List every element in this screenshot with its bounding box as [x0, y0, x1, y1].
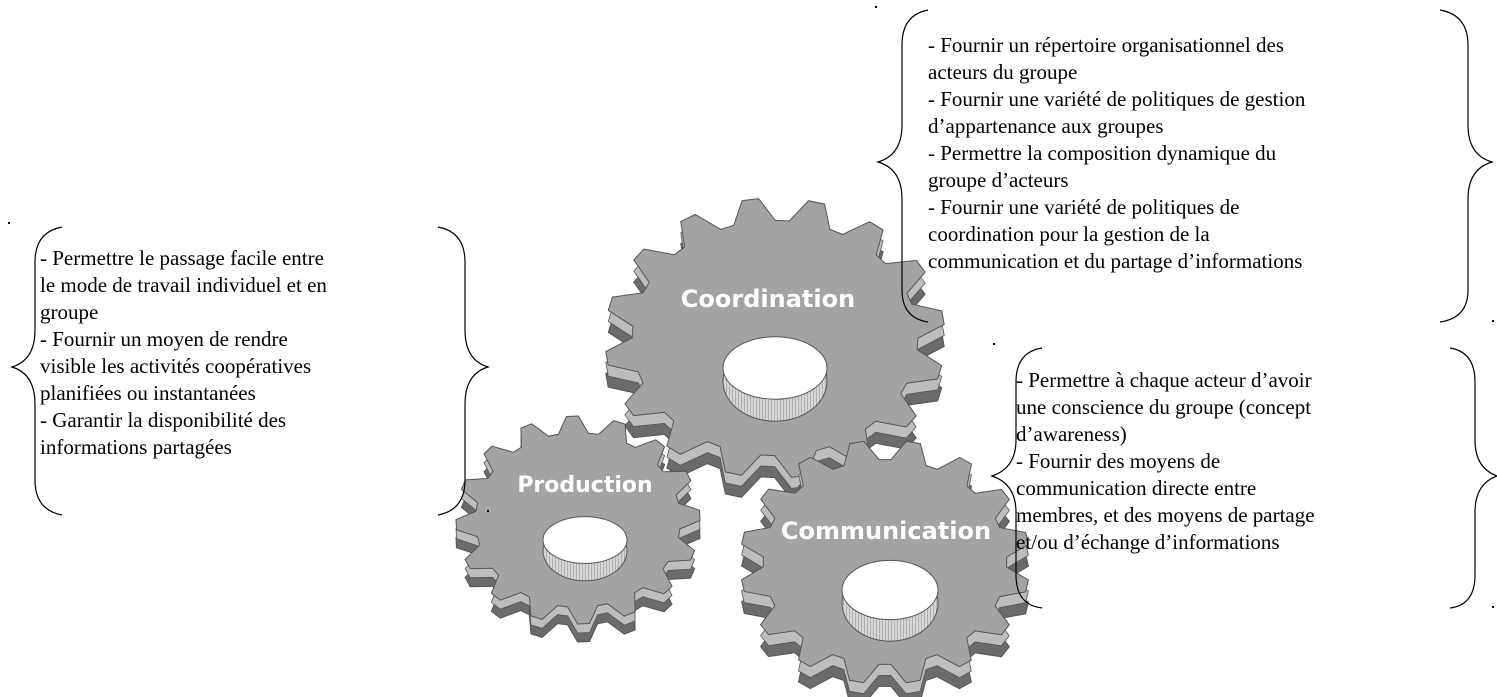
text-line: d’appartenance aux groupes [928, 114, 1164, 138]
text-line: visible les activités coopératives [40, 354, 312, 378]
brace-top-open [875, 9, 929, 323]
text-line: groupe d’acteurs [928, 168, 1069, 192]
production-description: - Permettre le passage facile entre le m… [40, 245, 327, 461]
text-line: d’awareness) [1016, 422, 1127, 446]
text-line: et/ou d’échange d’informations [1016, 530, 1280, 554]
gear-coordination-hole [722, 336, 828, 400]
text-line: acteurs du groupe [928, 60, 1078, 84]
gear-coordination: Coordination [605, 198, 945, 500]
brace-top-close [1439, 9, 1495, 323]
braces [9, 9, 1497, 609]
text-line: - Fournir des moyens de [1016, 449, 1221, 473]
gear-communication-hole [841, 559, 939, 621]
text-line: membres, et des moyens de partage [1016, 503, 1315, 527]
text-line: communication et du partage d’informatio… [928, 249, 1303, 273]
text-line: informations partagées [40, 435, 232, 459]
text-line: le mode de travail individuel et en [40, 273, 327, 297]
text-line: - Fournir un répertoire organisationnel … [928, 33, 1284, 57]
brace-right-open [990, 347, 1043, 609]
text-line: communication directe entre [1016, 476, 1257, 500]
text-line: planifiées ou instantanées [40, 381, 256, 405]
text-line: coordination pour la gestion de la [928, 222, 1210, 246]
text-line: - Fournir une variété de politiques de [928, 195, 1240, 219]
text-line: - Permettre le passage facile entre [40, 246, 324, 270]
text-line: - Fournir une variété de politiques de g… [928, 87, 1306, 111]
gear-coordination-label: Coordination [681, 285, 855, 313]
gear-production: Production [455, 415, 701, 643]
text-line: - Permettre la composition dynamique du [928, 141, 1277, 165]
brace-left-open [9, 226, 63, 516]
stray-dots [8, 6, 1494, 608]
text-line: groupe [40, 300, 99, 324]
text-line: une conscience du groupe (concept [1016, 395, 1312, 419]
text-line: - Fournir un moyen de rendre [40, 327, 288, 351]
gear-production-label: Production [517, 473, 652, 498]
communication-description: - Permettre à chaque acteur d’avoir une … [1016, 367, 1315, 556]
brace-left-close [437, 226, 491, 516]
brace-right-close [1449, 347, 1497, 609]
gear-communication-label: Communication [781, 517, 991, 545]
text-line: - Permettre à chaque acteur d’avoir [1016, 368, 1312, 392]
text-line: - Garantir la disponibilité des [40, 408, 287, 432]
gear-production-hole [542, 516, 628, 564]
coordination-description: - Fournir un répertoire organisationnel … [928, 32, 1305, 275]
gear-communication: Communication [741, 440, 1029, 697]
